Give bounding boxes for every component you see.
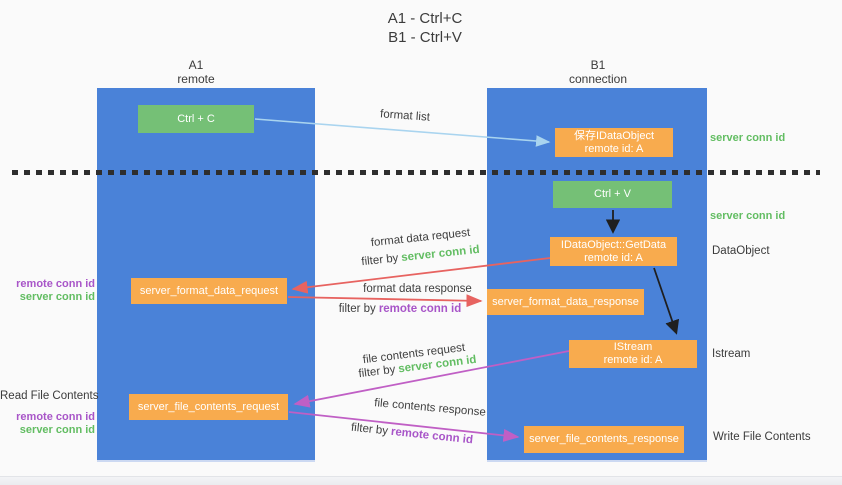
- node-save-idataobject-line2: remote id: A: [584, 142, 644, 155]
- node-istream-line2: remote id: A: [603, 354, 663, 366]
- title-line-1: A1 - Ctrl+C: [387, 10, 463, 27]
- side-label-server-conn-id-1: server conn id: [19, 290, 95, 303]
- node-server-file-contents-response: server_file_contents_response: [524, 426, 684, 453]
- node-server-format-data-request: server_format_data_request: [131, 278, 287, 304]
- edge-label-format-data-response: format data response: [363, 283, 472, 295]
- lane-a1-name: A1: [188, 58, 204, 72]
- edge-label-file-contents-response: file contents response: [373, 397, 487, 419]
- node-getdata-line2: remote id: A: [584, 251, 643, 264]
- bottom-strip: [0, 476, 842, 485]
- lane-a1-subtitle: remote: [177, 72, 215, 86]
- side-label-dataobject: DataObject: [712, 245, 770, 257]
- node-ctrl-v: Ctrl + V: [553, 181, 672, 208]
- lane-header-a1: A1 remote: [146, 58, 246, 86]
- node-ctrl-c-label: Ctrl + C: [177, 112, 215, 125]
- node-format-request-label: server_format_data_request: [139, 284, 279, 297]
- node-istream-line1: IStream: [613, 341, 653, 353]
- side-label-group-format: remote conn id server conn id: [7, 278, 95, 303]
- filter-by-text-2: filter by: [338, 303, 376, 315]
- node-file-response-label: server_file_contents_response: [529, 433, 679, 445]
- diagram-title: A1 - Ctrl+C B1 - Ctrl+V: [300, 9, 550, 47]
- remote-conn-id-text-1: remote conn id: [378, 303, 462, 315]
- side-label-server-conn-id-mid: server conn id: [710, 210, 786, 222]
- side-label-remote-conn-id-2: remote conn id: [16, 411, 95, 423]
- remote-conn-id-text-2: remote conn id: [390, 425, 474, 447]
- edge-label-format-list: format list: [379, 108, 431, 124]
- title-line-2: B1 - Ctrl+V: [388, 29, 462, 46]
- node-server-file-contents-request: server_file_contents_request: [129, 394, 288, 420]
- side-label-istream: Istream: [712, 348, 751, 360]
- filter-by-text-1: filter by: [360, 252, 399, 269]
- node-server-format-data-response: server_format_data_response: [487, 289, 644, 315]
- node-istream: IStream remote id: A: [569, 340, 697, 368]
- node-format-response-label: server_format_data_response: [492, 295, 639, 308]
- node-save-idataobject-line1: 保存IDataObject: [573, 129, 655, 142]
- side-label-write-file-contents: Write File Contents: [713, 431, 811, 443]
- side-label-remote-conn-id-1: remote conn id: [16, 278, 95, 290]
- lane-header-b1: B1 connection: [548, 58, 648, 86]
- side-label-read-file-contents: Read File Contents: [0, 390, 99, 402]
- side-label-server-conn-id-2: server conn id: [19, 423, 95, 436]
- node-idataobject-getdata: IDataObject::GetData remote id: A: [550, 237, 677, 266]
- node-save-idataobject: 保存IDataObject remote id: A: [555, 128, 673, 157]
- side-label-group-file: remote conn id server conn id: [7, 411, 95, 436]
- node-getdata-line1: IDataObject::GetData: [560, 238, 667, 251]
- dotted-divider: [12, 170, 820, 175]
- server-conn-id-text-1: server conn id: [400, 243, 481, 264]
- node-ctrl-c: Ctrl + C: [138, 105, 254, 133]
- format-data-response-arrow: [287, 294, 483, 308]
- lane-b1-subtitle: connection: [568, 72, 628, 86]
- lane-b1-name: B1: [590, 58, 606, 72]
- node-ctrl-v-label: Ctrl + V: [594, 188, 631, 200]
- filter-by-text-4: filter by: [350, 421, 389, 438]
- node-file-request-label: server_file_contents_request: [137, 400, 280, 413]
- side-label-server-conn-id-top: server conn id: [710, 132, 786, 144]
